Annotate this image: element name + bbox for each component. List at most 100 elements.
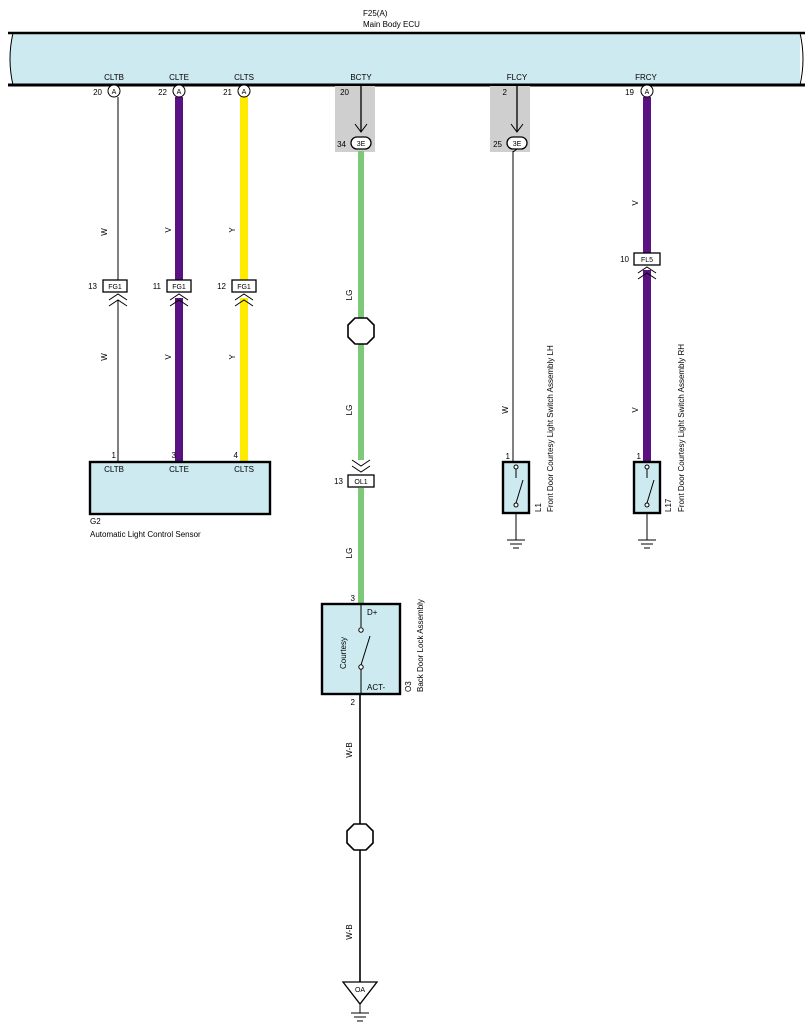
- pin-num-frcy: 19: [625, 88, 634, 97]
- ground-point-oa: OA: [341, 981, 379, 1022]
- g2-pin-name: CLTB: [104, 465, 124, 474]
- wire-label: W: [100, 228, 109, 236]
- connector-a-cltb: [107, 84, 121, 98]
- o3-terminal-top: D+: [367, 608, 378, 617]
- o3-pin-top: 3: [351, 594, 356, 603]
- g2-pin-num: 4: [234, 451, 239, 460]
- connector-a-clts: [237, 84, 251, 98]
- wire-label: Y: [228, 354, 237, 360]
- ecu-left-break: [9, 32, 14, 86]
- ground-point-label: OA: [355, 987, 365, 994]
- wire-label: W-B: [345, 742, 354, 757]
- pin-num-bcty: 20: [340, 88, 349, 97]
- g2-pin-num: 1: [112, 451, 117, 460]
- pin-num-clts: 21: [223, 88, 232, 97]
- pin-num-flcy: 2: [503, 88, 508, 97]
- ecu-pin-names: CLTB CLTE CLTS BCTY FLCY FRCY: [104, 73, 657, 82]
- connector-3e-label: 3E: [513, 141, 522, 148]
- o3-name: Back Door Lock Assembly: [416, 599, 425, 692]
- wire-label: V: [631, 200, 640, 206]
- wire-label: LG: [345, 548, 354, 559]
- ecu-body: [10, 33, 800, 85]
- pin-name-frcy: FRCY: [635, 73, 657, 82]
- ecu-id: F25(A): [363, 9, 388, 18]
- o3-id: O3: [404, 681, 413, 692]
- connector-3e-bcty: 3E 34: [337, 86, 372, 150]
- ground-icon: [507, 539, 525, 549]
- connector-ol1: OL1 13: [334, 459, 375, 488]
- connector-fl5: FL5 10: [620, 252, 661, 280]
- component-l1: 1 L1 Front Door Courtesy Light Switch As…: [501, 345, 555, 549]
- ecu-right-break: [799, 32, 804, 86]
- splice-octagon: [346, 823, 374, 851]
- wire-label: Y: [228, 227, 237, 233]
- connector-3e-pin: 25: [493, 140, 502, 149]
- connector-a-label: A: [645, 89, 650, 96]
- connector-ol1-pin: 13: [334, 477, 343, 486]
- l1-id: L1: [534, 503, 543, 512]
- o3-switch-blade: [360, 635, 371, 666]
- ecu-name: Main Body ECU: [363, 20, 420, 29]
- connector-3e-label: 3E: [357, 141, 366, 148]
- ground-icon: [351, 1012, 369, 1022]
- wire-label: V: [631, 407, 640, 413]
- pin-name-clts: CLTS: [234, 73, 254, 82]
- connector-fg1-label: FG1: [237, 284, 251, 291]
- connector-a-clte: [172, 84, 186, 98]
- connector-fg1-clts: FG1 12: [217, 279, 257, 307]
- connector-fl5-label: FL5: [641, 257, 653, 264]
- l17-switch-blade: [646, 479, 655, 504]
- component-l17: 1 L17 Front Door Courtesy Light Switch A…: [632, 344, 686, 549]
- connector-fg1-pin: 11: [153, 282, 162, 291]
- o3-terminal-bottom: ACT-: [367, 683, 386, 692]
- connector-fg1-cltb: FG1 13: [88, 279, 128, 307]
- g2-body: [88, 460, 272, 516]
- wire-color-labels: W W V V Y Y LG LG LG W V V W-B W-B: [100, 200, 640, 940]
- wire-label: V: [164, 227, 173, 233]
- wire-label: W-B: [345, 924, 354, 939]
- l17-name: Front Door Courtesy Light Switch Assembl…: [677, 344, 686, 512]
- g2-pin-num: 3: [172, 451, 177, 460]
- connector-3e-pin: 34: [337, 140, 346, 149]
- connector-fg1-pin: 12: [217, 282, 226, 291]
- splice-octagon: [347, 317, 375, 345]
- wire-label: W: [100, 353, 109, 361]
- connector-ol1-label: OL1: [354, 479, 367, 486]
- connector-fg1-pin: 13: [88, 282, 97, 291]
- o3-pin-bottom: 2: [351, 698, 356, 707]
- connector-a-frcy: [640, 84, 654, 98]
- component-o3: 3 D+ ACT- Courtesy 2 O3 Back Door Lock A…: [320, 594, 425, 707]
- wires: [117, 97, 651, 982]
- g2-pin-name: CLTE: [169, 465, 189, 474]
- component-g2: 1 3 4 CLTB CLTE CLTS G2 Automatic Light …: [88, 451, 272, 539]
- pin-name-bcty: BCTY: [350, 73, 372, 82]
- wire-label: LG: [345, 405, 354, 416]
- g2-id: G2: [90, 517, 101, 526]
- l17-pin-num: 1: [637, 452, 642, 461]
- pin-name-cltb: CLTB: [104, 73, 124, 82]
- o3-inner-label: Courtesy: [339, 637, 348, 669]
- ground-icon: [638, 539, 656, 549]
- wire-label: V: [164, 354, 173, 360]
- connector-a-label: A: [242, 89, 247, 96]
- l1-pin-num: 1: [506, 452, 511, 461]
- l17-id: L17: [664, 498, 673, 512]
- wire-label: W: [501, 406, 510, 414]
- wire-label: LG: [345, 290, 354, 301]
- g2-name: Automatic Light Control Sensor: [90, 530, 201, 539]
- ecu-pin-terminals: 20 A 22 A 21 A 20 2 19 A: [93, 84, 654, 98]
- main-body-ecu: F25(A) Main Body ECU: [8, 9, 805, 87]
- connector-a-label: A: [177, 89, 182, 96]
- g2-pin-name: CLTS: [234, 465, 254, 474]
- connector-fg1-clte: FG1 11: [153, 279, 192, 307]
- connector-fg1-label: FG1: [108, 284, 122, 291]
- connector-a-label: A: [112, 89, 117, 96]
- pin-num-clte: 22: [158, 88, 167, 97]
- pin-name-clte: CLTE: [169, 73, 189, 82]
- pin-num-cltb: 20: [93, 88, 102, 97]
- l1-name: Front Door Courtesy Light Switch Assembl…: [546, 345, 555, 512]
- connector-fl5-pin: 10: [620, 255, 629, 264]
- pin-name-flcy: FLCY: [507, 73, 528, 82]
- connector-fg1-label: FG1: [172, 284, 186, 291]
